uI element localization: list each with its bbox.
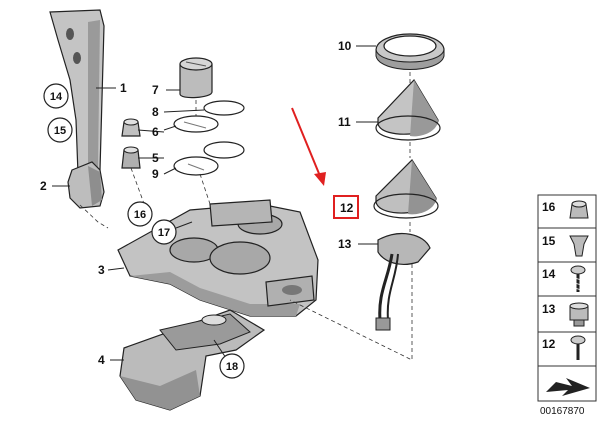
callout-2: 2 (40, 179, 47, 193)
spacer-icon (569, 302, 589, 327)
callout-4: 4 (98, 353, 105, 367)
rings-part (173, 100, 245, 176)
callout-5: 5 (152, 151, 159, 165)
pillar-trim-part (49, 9, 105, 179)
leader-lines (52, 45, 378, 365)
circled-callouts: 14 15 16 17 18 (43, 83, 245, 379)
trim-piece-part (67, 161, 109, 229)
reference-number: 00167870 (540, 406, 585, 417)
callout-15: 15 (54, 125, 66, 137)
trim-ring-part (375, 33, 445, 70)
bolt-icon (570, 335, 586, 360)
screw-icon (570, 265, 586, 292)
switch-cable-part (375, 233, 431, 331)
armrest-part (119, 309, 266, 411)
callout-16: 16 (134, 209, 146, 221)
callout-13: 13 (338, 237, 352, 251)
legend-label-12: 12 (542, 337, 556, 351)
callout-8: 8 (152, 105, 159, 119)
legend-label-14: 14 (542, 267, 556, 281)
clip-parts (121, 118, 141, 169)
callout-1: 1 (120, 81, 127, 95)
catalog-symbol-icon (546, 378, 590, 396)
nut-icon (569, 200, 589, 219)
legend-label-16: 16 (542, 200, 556, 214)
clip-icon (569, 235, 589, 257)
callout-17: 17 (158, 227, 170, 239)
highlight-box (333, 195, 359, 219)
cone-bezel-highlighted-part (373, 159, 439, 219)
callout-3: 3 (98, 263, 105, 277)
cup-holder-insert-part (179, 57, 213, 99)
callout-labels: 1 2 3 4 5 6 7 8 9 10 11 12 13 (40, 39, 354, 367)
alignment-lines (130, 72, 413, 361)
cone-bezel-part (375, 79, 441, 141)
callout-9: 9 (152, 167, 159, 181)
callout-11: 11 (338, 115, 351, 129)
small-parts-legend: 16 15 14 13 12 (537, 194, 597, 402)
highlight-arrow (291, 107, 326, 186)
callout-10: 10 (338, 39, 352, 53)
callout-14: 14 (50, 91, 63, 103)
callout-7: 7 (152, 83, 159, 97)
legend-label-13: 13 (542, 302, 556, 316)
callout-18: 18 (226, 361, 238, 373)
legend-label-15: 15 (542, 234, 556, 248)
callout-6: 6 (152, 125, 159, 139)
callout-12: 12 (340, 201, 354, 215)
